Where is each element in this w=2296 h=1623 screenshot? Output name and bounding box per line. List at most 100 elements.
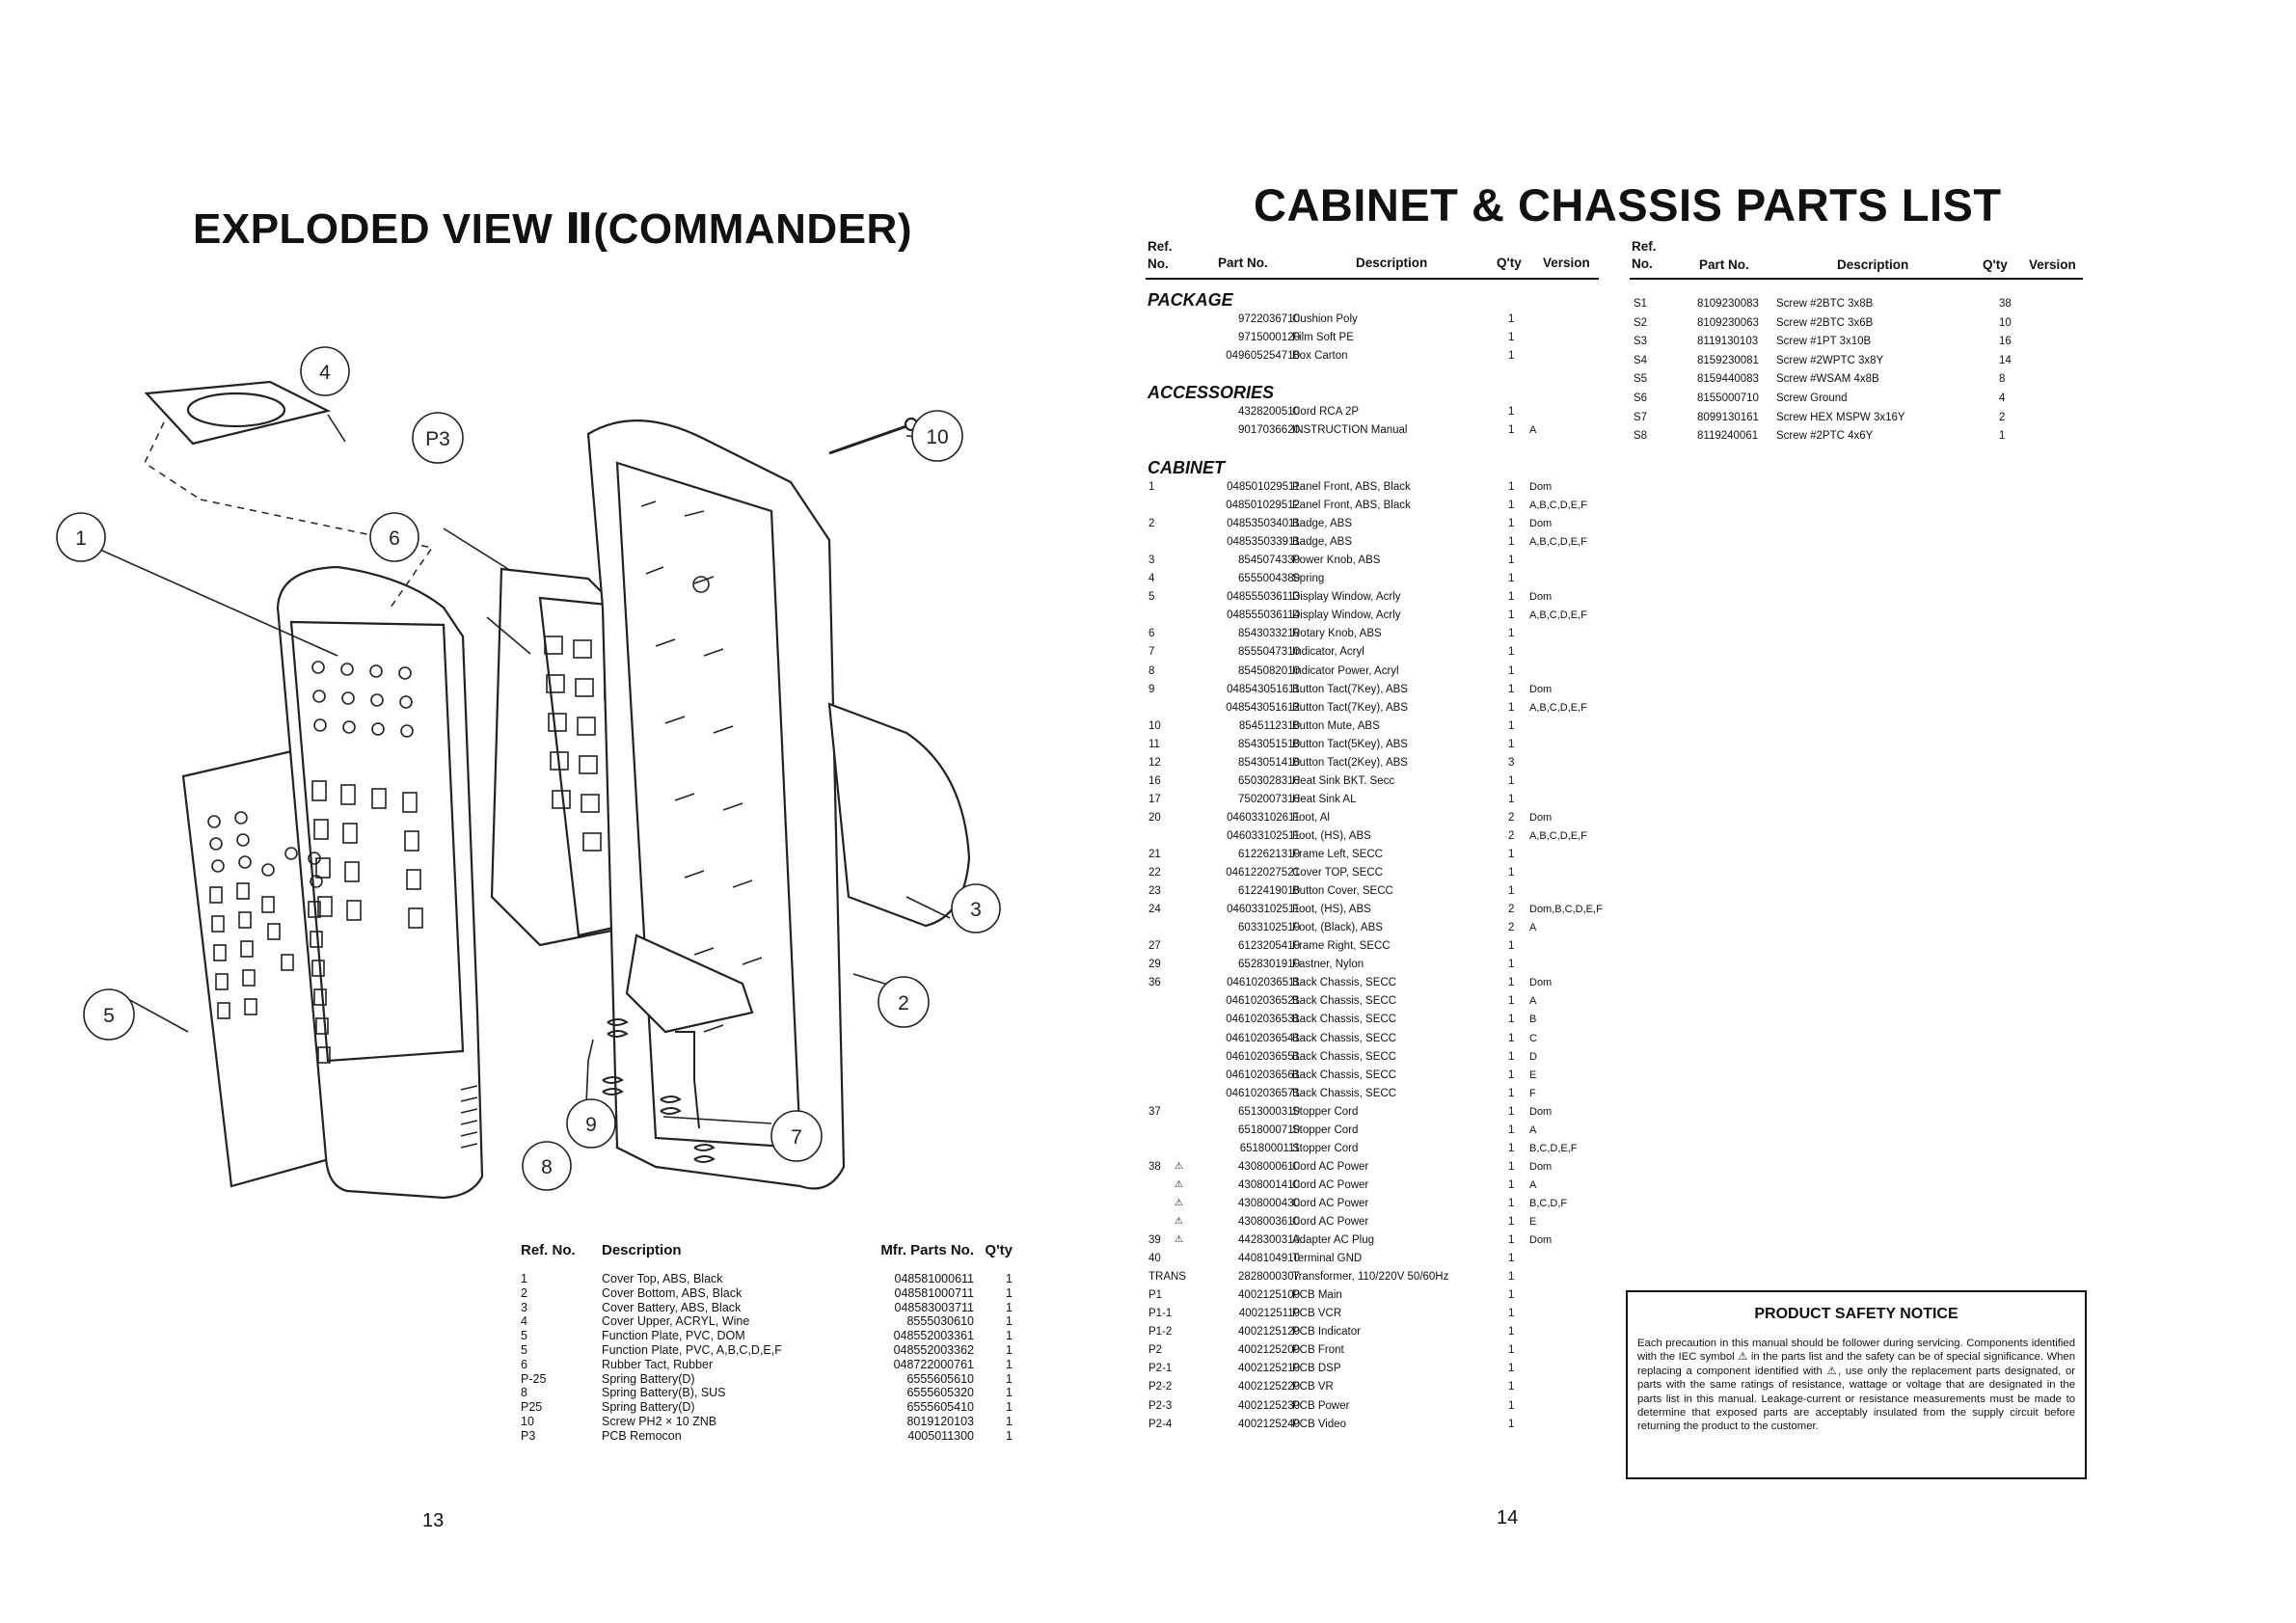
cell-part-number: 048543051612 (1226, 701, 1300, 714)
cell-description: PCB Video (1292, 1418, 1347, 1430)
cell-part-number: 048535034011 (1227, 518, 1300, 530)
header-ref-line1: Ref. (1632, 239, 1657, 254)
header-part: Part No. (1218, 256, 1268, 270)
cell-version: Dom (1529, 481, 1553, 493)
cell-description: Cord AC Power (1292, 1160, 1369, 1173)
cell-description: Screw #2PTC 4x6Y (1776, 430, 1874, 443)
section-title-cabinet: CABINET (1148, 458, 1225, 477)
cell-version: F (1529, 1087, 1536, 1099)
cell-part-number: 8119130103 (1697, 336, 1759, 348)
svg-text:7: 7 (791, 1126, 802, 1149)
cell-part-number: 8555047310 (1238, 646, 1300, 659)
cell-qty: 1 (1006, 1428, 1013, 1443)
cell-ref: TRANS (1148, 1271, 1186, 1284)
cell-qty: 4 (1999, 392, 2006, 404)
cell-part-number: 046102036511 (1227, 977, 1300, 989)
cell-ref: 40 (1148, 1253, 1161, 1265)
cell-version: A,B,C,D,E,F (1529, 829, 1587, 842)
cell-qty: 1 (1508, 332, 1515, 344)
cell-description: Badge, ABS (1292, 536, 1353, 549)
cell-description: Button Tact(7Key), ABS (1292, 683, 1408, 695)
cell-part-number: 8159230081 (1697, 354, 1759, 366)
cell-version: C (1529, 1032, 1537, 1044)
callout-10: 10 (911, 410, 963, 462)
cell-ref: S3 (1634, 336, 1648, 348)
cell-description: Indicator, Acryl (1292, 646, 1364, 659)
cell-description: Heat Sink AL (1292, 793, 1357, 805)
cell-description: Panel Front, ABS, Black (1292, 500, 1411, 512)
cell-part-number: 8555030610 (906, 1314, 974, 1329)
cell-qty: 1 (1508, 1253, 1515, 1265)
cell-part-number: 4408104910 (1238, 1253, 1300, 1265)
cell-part-number: 6555605610 (906, 1371, 974, 1386)
callout-2: 2 (878, 976, 930, 1028)
cell-qty: 1 (1508, 701, 1515, 714)
cell-qty: 1 (1508, 1197, 1515, 1209)
cell-description: Cushion Poly (1292, 313, 1358, 325)
cell-ref: S6 (1634, 392, 1648, 404)
cell-qty: 1 (1508, 1050, 1515, 1063)
cell-part-number: 048552003361 (893, 1329, 974, 1343)
cell-part-number: 8109230083 (1697, 298, 1759, 310)
cell-description: Foot, Al (1292, 811, 1330, 824)
cell-ref: 27 (1148, 940, 1161, 953)
cell-part-number: 4308001410 (1238, 1178, 1300, 1191)
header-qty: Q'ty (985, 1242, 1013, 1258)
cell-ref: 29 (1148, 959, 1161, 971)
cell-description: Box Carton (1292, 350, 1348, 363)
cell-part-number: 4002125220 (1238, 1381, 1300, 1393)
cell-description: Spring (1292, 573, 1325, 585)
cell-qty: 1 (1508, 573, 1515, 585)
cell-part-number: 4002125100 (1238, 1289, 1300, 1302)
screw-table-header: Ref.No. Part No. Description Q'ty Versio… (1630, 234, 2083, 280)
cell-description: Screw #WSAM 4x8B (1776, 373, 1879, 386)
cell-description: Spring Battery(B), SUS (602, 1386, 726, 1400)
cell-part-number: 4308003610 (1238, 1216, 1300, 1228)
cell-description: Adapter AC Plug (1292, 1234, 1375, 1247)
cell-qty: 1 (1006, 1400, 1013, 1415)
cell-part-number: 8545112310 (1238, 719, 1300, 732)
cell-part-number: 4002125210 (1238, 1363, 1300, 1375)
cell-ref: 9 (1148, 683, 1155, 695)
cell-ref: 10 (1148, 719, 1161, 732)
cell-part-number: 8543051510 (1238, 738, 1300, 750)
cell-qty: 1 (1508, 940, 1515, 953)
cell-ref: 6 (521, 1357, 527, 1371)
cell-part-number: 046033102511 (1227, 829, 1300, 842)
cell-description: Transformer, 110/220V 50/60Hz (1292, 1271, 1449, 1284)
cell-qty: 2 (1508, 811, 1515, 824)
cell-version: A (1529, 995, 1537, 1008)
cell-qty: 1 (1508, 350, 1515, 363)
cell-qty: 1 (1006, 1285, 1013, 1300)
cell-description: Function Plate, PVC, DOM (602, 1329, 745, 1343)
cell-ref: 10 (521, 1414, 534, 1428)
svg-text:1: 1 (75, 527, 87, 550)
header-ref: Ref.No. (1148, 238, 1173, 273)
cell-description: Spring Battery(D) (602, 1400, 695, 1415)
cell-description: Cover Battery, ABS, Black (602, 1300, 742, 1314)
